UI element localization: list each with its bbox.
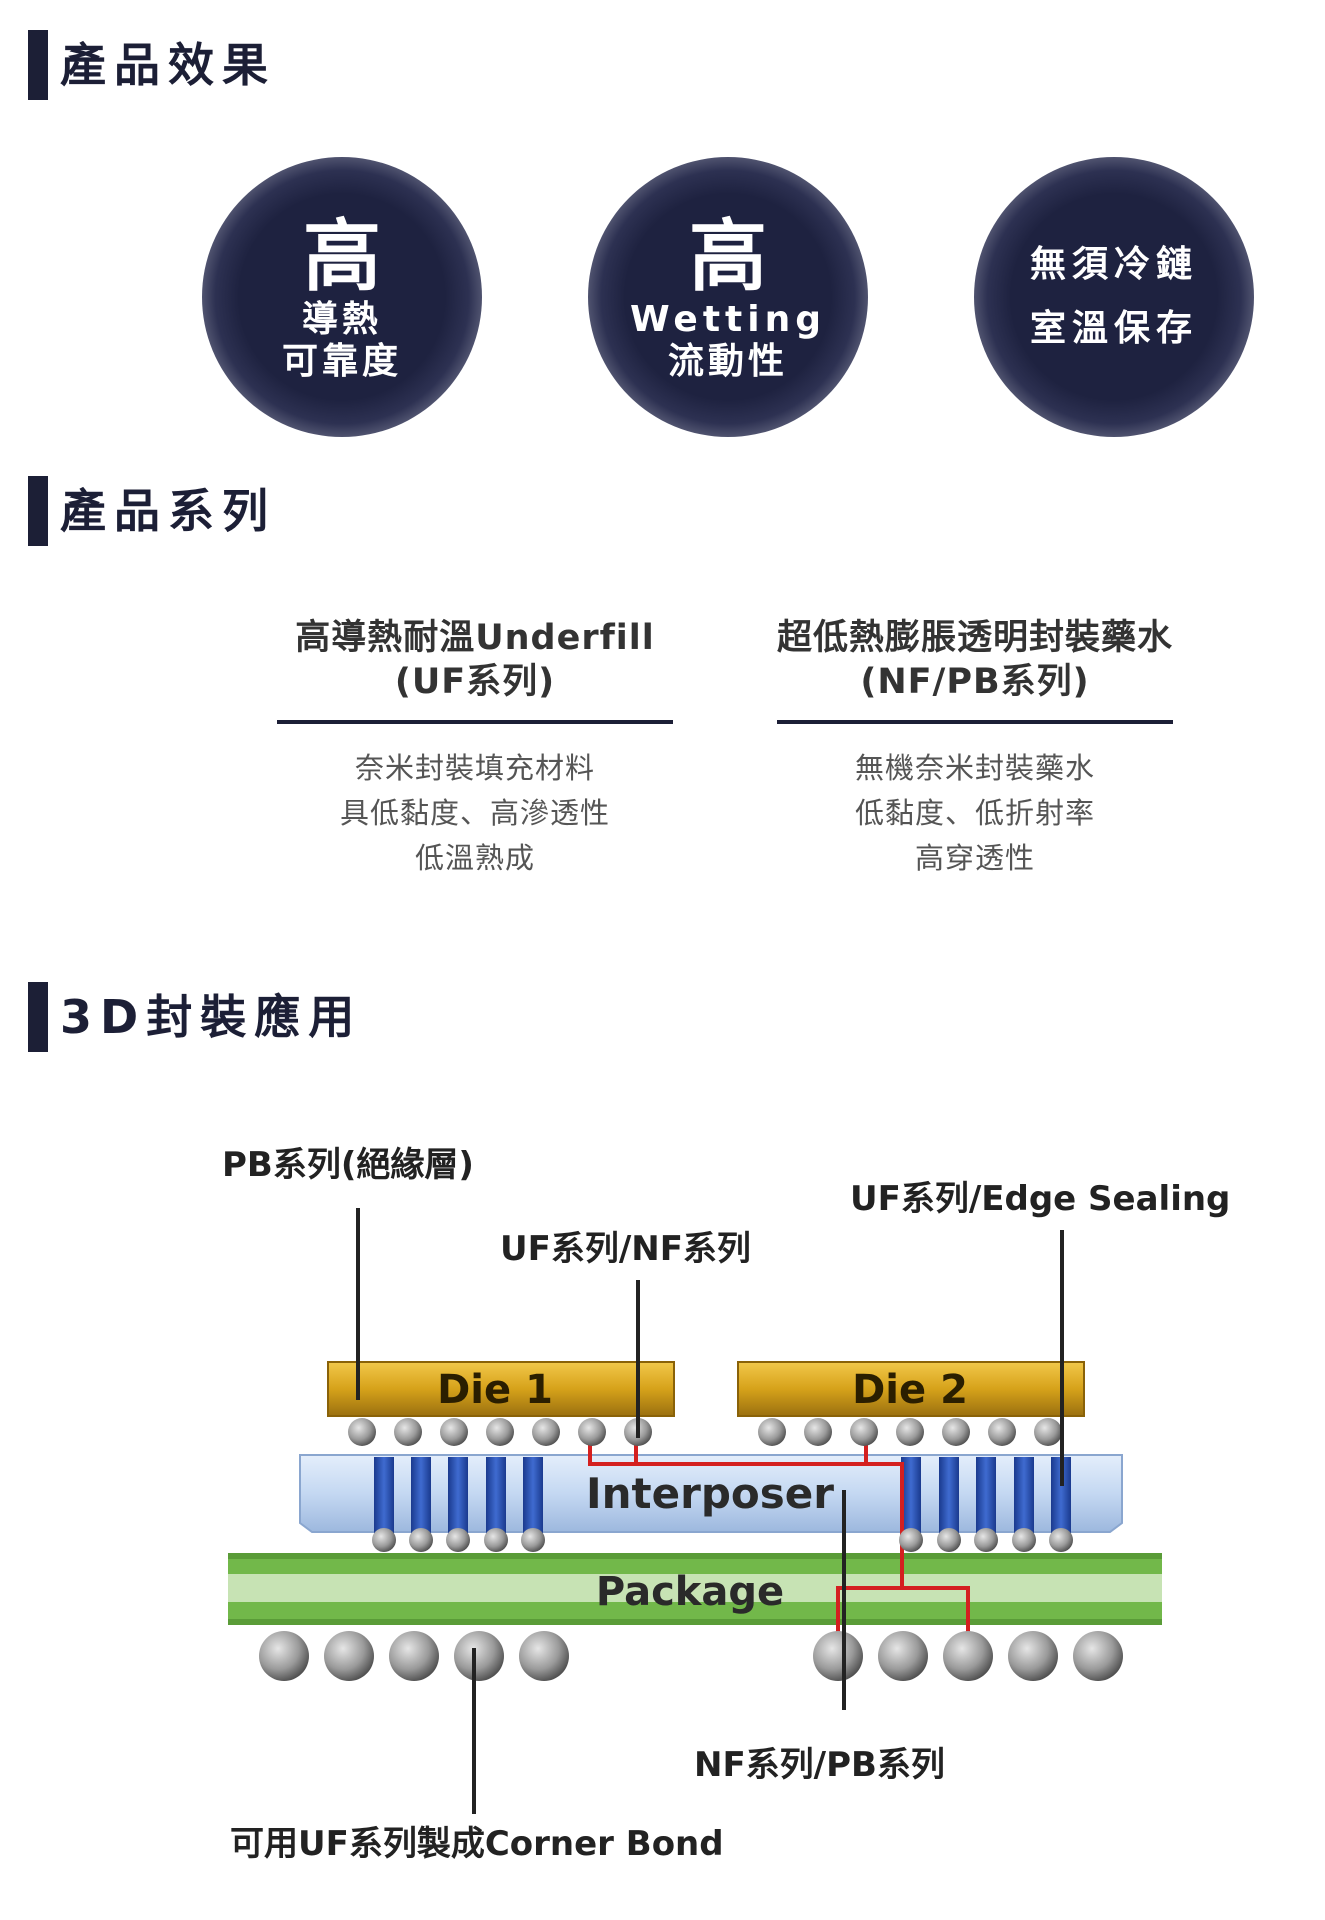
series-desc: 低溫熟成 <box>414 841 535 875</box>
series-desc: 具低黏度、高滲透性 <box>339 796 610 830</box>
series-subtitle: (NF/PB系列) <box>860 662 1090 702</box>
effect-big-char: 高 <box>302 212 381 302</box>
label-corner-bond: 可用UF系列製成Corner Bond <box>230 1824 724 1864</box>
series-desc: 高穿透性 <box>914 841 1035 875</box>
die-1: Die 1 <box>327 1361 675 1417</box>
label-pb-insulation: PB系列(絕緣層) <box>222 1145 474 1185</box>
series-subtitle: (UF系列) <box>394 662 556 702</box>
callout-lines <box>356 1208 1064 1814</box>
effect-line: Wetting <box>630 299 826 340</box>
die-2: Die 2 <box>737 1361 1085 1417</box>
effect-circle-wetting: 高 Wetting 流動性 <box>588 157 868 437</box>
package-label: Package <box>596 1569 784 1615</box>
die-2-label: Die 2 <box>852 1367 968 1413</box>
label-nf-pb: NF系列/PB系列 <box>694 1745 945 1785</box>
series-desc: 奈米封裝填充材料 <box>354 751 595 785</box>
series-nf-pb: 超低熱膨脹透明封裝藥水 (NF/PB系列) 無機奈米封裝藥水 低黏度、低折射率 … <box>775 616 1175 881</box>
package-diagram: Die 1 Die 2 Interposer Package <box>222 1145 1230 1864</box>
effect-line: 無須冷鏈 <box>1029 244 1198 285</box>
effect-circle-storage: 無須冷鏈 室溫保存 <box>974 157 1254 437</box>
series-title: 超低熱膨脹透明封裝藥水 <box>776 618 1173 658</box>
bga-balls <box>259 1631 1123 1681</box>
interposer-vias-left <box>374 1457 543 1535</box>
series-divider <box>777 720 1173 724</box>
effect-line: 流動性 <box>667 341 788 382</box>
series-desc: 無機奈米封裝藥水 <box>854 751 1095 785</box>
die-1-label: Die 1 <box>437 1367 553 1413</box>
package-substrate <box>228 1553 1162 1625</box>
section-title-effects: 產品效果 <box>28 30 276 100</box>
interposer-label: Interposer <box>586 1469 834 1518</box>
effect-circle-thermal: 高 導熱 可靠度 <box>202 157 482 437</box>
micro-bumps <box>348 1418 1062 1446</box>
section-title-series: 產品系列 <box>28 476 276 546</box>
interposer-vias-right <box>901 1457 1071 1535</box>
label-uf-nf: UF系列/NF系列 <box>500 1229 751 1269</box>
effect-line: 室溫保存 <box>1029 308 1198 349</box>
label-uf-edge-sealing: UF系列/Edge Sealing <box>850 1179 1230 1219</box>
effect-line: 可靠度 <box>281 341 402 382</box>
section-title-application: 3D封裝應用 <box>28 982 362 1052</box>
effect-line: 導熱 <box>301 299 382 340</box>
effect-big-char: 高 <box>688 212 767 302</box>
series-divider <box>277 720 673 724</box>
routing-traces <box>588 1444 970 1640</box>
series-desc: 低黏度、低折射率 <box>854 796 1095 830</box>
series-title: 高導熱耐溫Underfill <box>295 618 655 658</box>
series-uf: 高導熱耐溫Underfill (UF系列) 奈米封裝填充材料 具低黏度、高滲透性… <box>275 616 675 881</box>
c4-bumps <box>372 1528 1073 1552</box>
